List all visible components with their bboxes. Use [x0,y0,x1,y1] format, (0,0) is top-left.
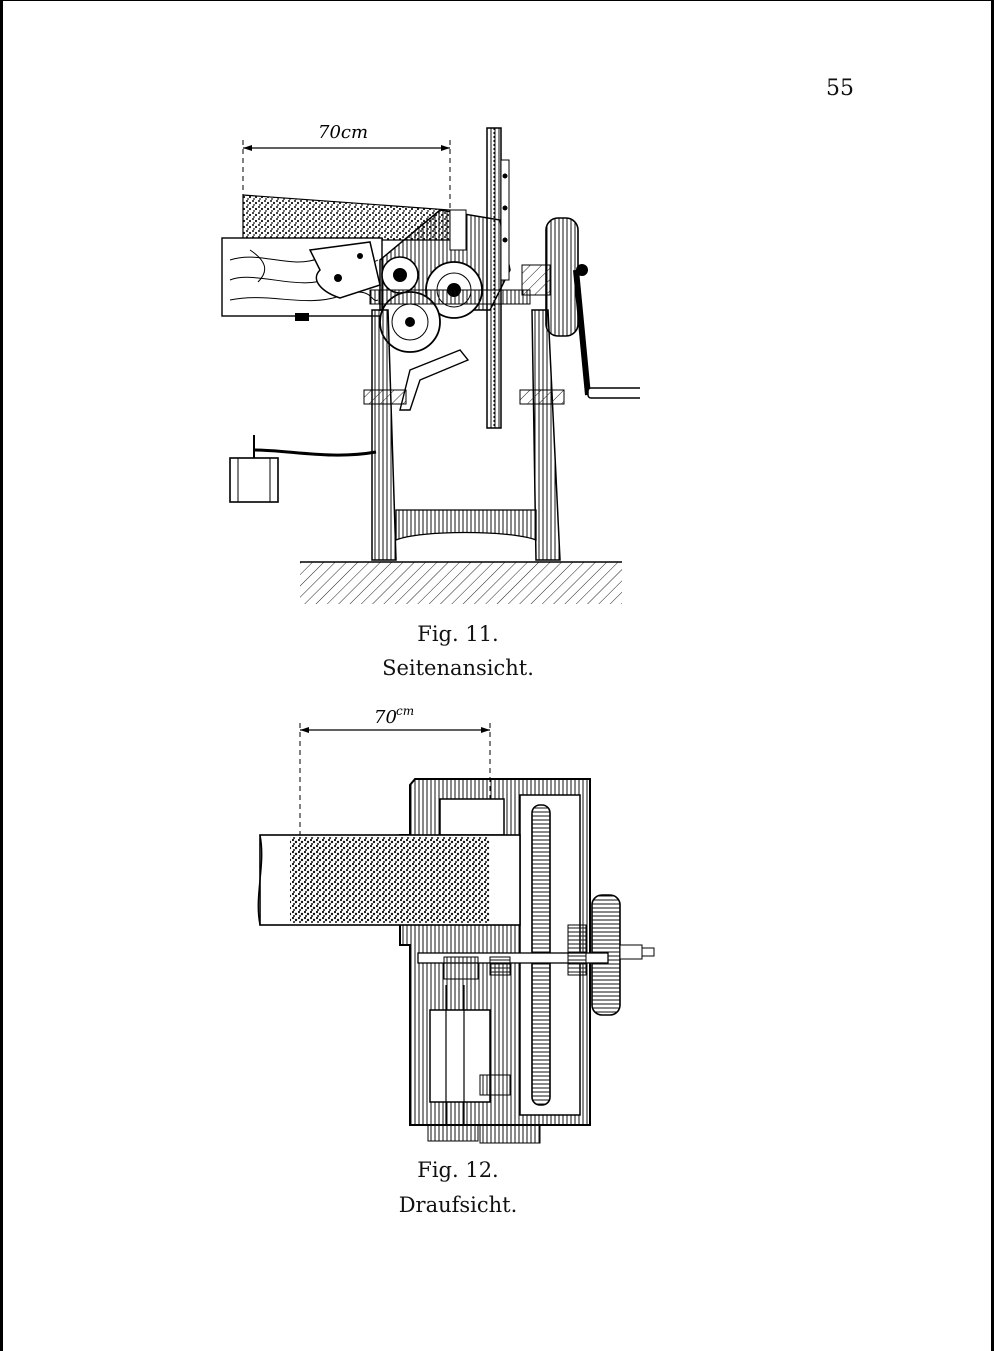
handwheel [521,217,579,337]
crank-handle [573,264,640,399]
dimension-line [242,140,451,215]
figure-11-caption: Fig. 11. [417,622,499,646]
counterweight [229,435,377,503]
figure-12-top-view-drawing: 70 cm [257,704,655,1144]
drive-shaft [417,924,609,980]
timber-block [257,834,521,926]
machine-frame-legs [363,309,565,561]
floor-hatching [300,561,622,604]
dimension-label: 70cm [318,122,368,143]
figure-11-side-view-drawing: 70cm [221,122,640,604]
toothed-gear-wheel [486,127,510,429]
figure-12-subcaption: Draufsicht. [398,1193,518,1217]
lower-gears [427,985,541,1144]
lever-arm [399,349,470,411]
machine-housing [399,778,591,1126]
figure-12-caption: Fig. 12. [417,1158,499,1182]
figure-11-subcaption: Seitenansicht. [382,656,534,680]
page-number: 55 [826,76,854,101]
dimension-label: 70 [374,707,397,728]
dimension-unit: cm [396,704,414,718]
pulleys [369,256,531,353]
